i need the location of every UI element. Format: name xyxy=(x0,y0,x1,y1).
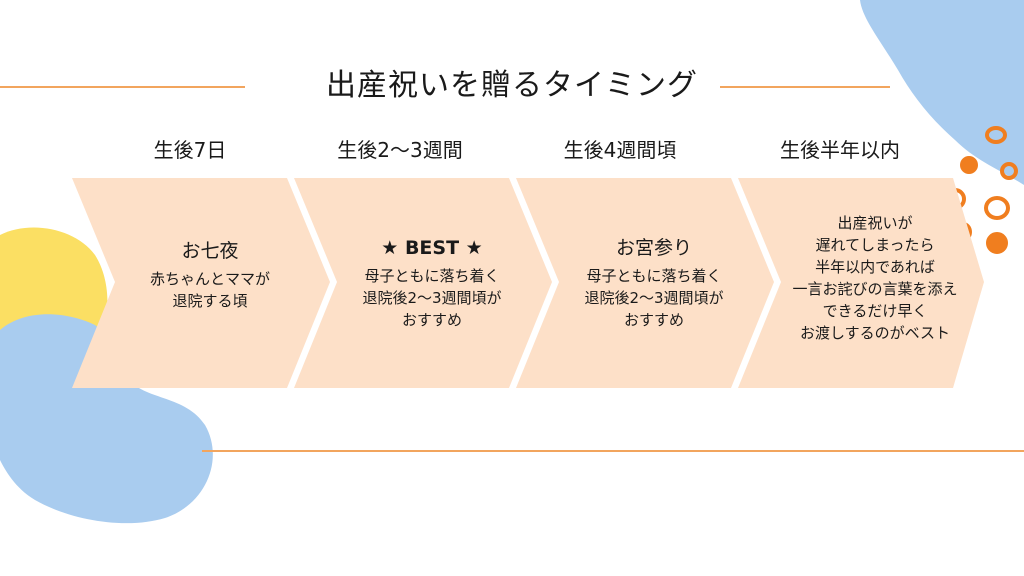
step-period-2: 生後2〜3週間 xyxy=(337,138,463,162)
step-body-3: 母子ともに落ち着く 退院後2〜3週間頃が おすすめ xyxy=(584,267,724,329)
step-card-2: ★ BEST ★ 母子ともに落ち着く 退院後2〜3週間頃が おすすめ xyxy=(332,233,532,331)
step-body-4: 出産祝いが 遅れてしまったら 半年以内であれば 一言お詫びの言葉を添え できるだ… xyxy=(792,214,958,342)
step-body-1: 赤ちゃんとママが 退院する頃 xyxy=(149,270,270,310)
orange-ring-dot xyxy=(984,196,1010,220)
step-period-1: 生後7日 xyxy=(153,138,227,162)
page-title: 出産祝いを贈るタイミング xyxy=(326,68,698,103)
step-period-3: 生後4週間頃 xyxy=(563,138,677,162)
step-heading-3: お宮参り xyxy=(615,237,692,259)
chevron-3 xyxy=(516,178,774,388)
step-card-4: 出産祝いが 遅れてしまったら 半年以内であれば 一言お詫びの言葉を添え できるだ… xyxy=(772,212,978,344)
step-card-1: お七夜 赤ちゃんとママが 退院する頃 xyxy=(110,236,310,312)
orange-ring-dot xyxy=(985,126,1007,144)
step-heading-1: お七夜 xyxy=(181,240,239,262)
step-card-3: お宮参り 母子ともに落ち着く 退院後2〜3週間頃が おすすめ xyxy=(554,233,754,331)
title-rule-right xyxy=(720,86,890,88)
step-body-2: 母子ともに落ち着く 退院後2〜3週間頃が おすすめ xyxy=(362,267,502,329)
blue-blob-left xyxy=(0,314,213,524)
chevron-2 xyxy=(294,178,552,388)
orange-ring-dot xyxy=(1000,162,1018,180)
step-period-4: 生後半年以内 xyxy=(780,138,900,162)
orange-dot xyxy=(960,156,978,174)
blue-blob-top-right xyxy=(860,0,1024,185)
orange-dot xyxy=(986,232,1008,254)
title-rule-left xyxy=(0,86,245,88)
chevron-1 xyxy=(72,178,330,388)
bottom-rule xyxy=(202,450,1024,452)
step-heading-2: ★ BEST ★ xyxy=(381,237,483,259)
chevron-4 xyxy=(738,178,984,388)
